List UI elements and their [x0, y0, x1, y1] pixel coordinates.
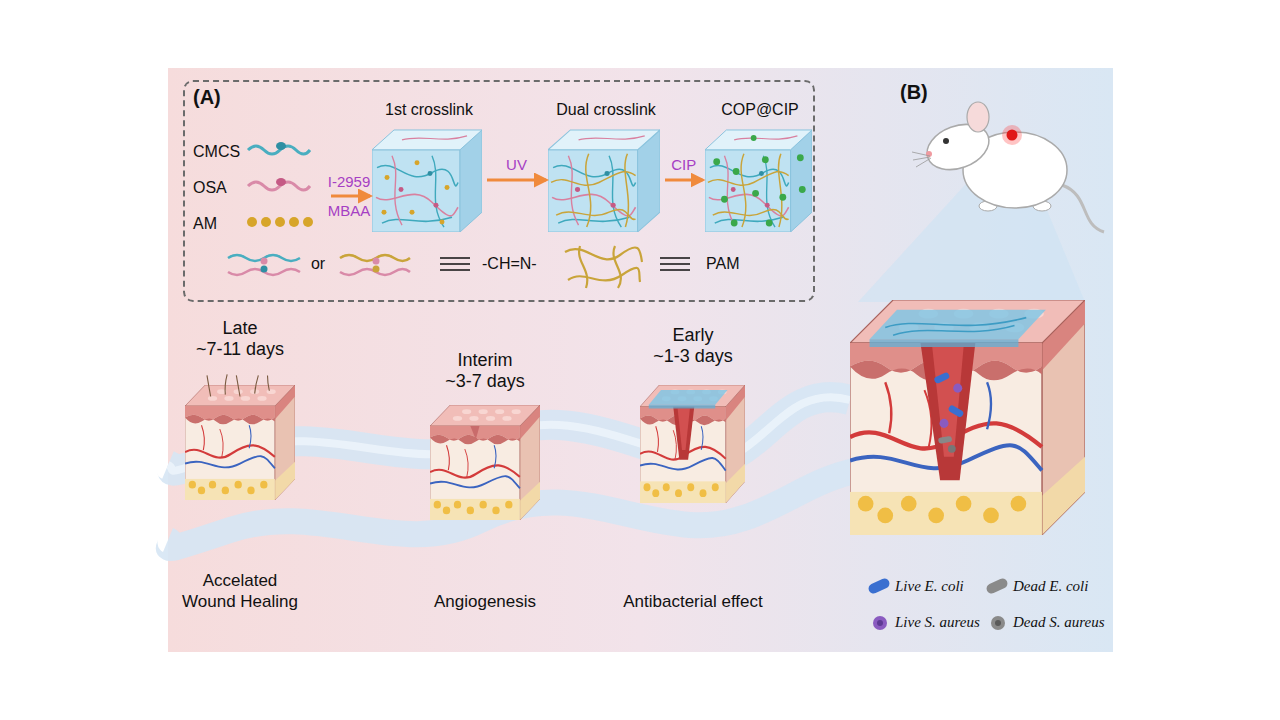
- stage-outcome: Antibacterial effect: [623, 591, 763, 612]
- late-skin-block: [185, 374, 295, 500]
- stage-outcome: Accelated Wound Healing: [175, 570, 305, 612]
- stage-heading: Late~7-11 days: [196, 318, 284, 360]
- annotation-label: or: [311, 254, 325, 274]
- reagent-list: CMCS OSA AM: [193, 142, 328, 242]
- process-arrow: [331, 195, 370, 198]
- healing-stage: Early~1-3 daysAntibacterial effect: [618, 325, 768, 612]
- reagent-icons: [247, 142, 313, 227]
- mouse-figure: [912, 102, 1104, 232]
- interim-skin-block: [430, 405, 540, 520]
- hydrogel-cube: [705, 130, 812, 232]
- process-arrow: [665, 179, 703, 182]
- reagent-name: AM: [193, 214, 217, 234]
- hydrogel-stage: Dual crosslink: [550, 100, 662, 240]
- bond-legend-icons: [228, 246, 690, 288]
- hydrogel-stage: COP@CIP: [707, 100, 814, 240]
- edge-label: CIP: [671, 156, 696, 174]
- process-arrow: [487, 179, 546, 182]
- annotation-label: -CH=N-: [482, 254, 537, 274]
- stage-time: ~1-3 days: [653, 346, 733, 367]
- annotation-label: PAM: [706, 254, 739, 274]
- early-skin-block: [640, 385, 745, 503]
- hydrogel-cube: [372, 130, 482, 232]
- wound-skin-block: [850, 300, 1085, 535]
- hydrogel-stage: 1st crosslink: [374, 100, 484, 240]
- stage-label: COP@CIP: [721, 100, 799, 120]
- stage-label: 1st crosslink: [385, 100, 473, 120]
- stage-time: ~7-11 days: [196, 339, 284, 360]
- reagent-name: CMCS: [193, 142, 240, 162]
- stage-time: ~3-7 days: [445, 371, 525, 392]
- annotation-label: I-2959: [328, 172, 371, 192]
- stage-heading: Interim~3-7 days: [445, 350, 525, 392]
- panel-label: (A): [193, 86, 221, 109]
- stage-time: Late: [222, 318, 257, 339]
- bacteria-legend-icons: [867, 577, 1009, 630]
- legend-text: Live E. coli: [895, 578, 964, 595]
- stage-label: Dual crosslink: [556, 100, 656, 120]
- legend-text: Live S. aureus: [895, 614, 980, 631]
- hydrogel-cube: [548, 130, 660, 232]
- stage-heading: Early~1-3 days: [653, 325, 733, 367]
- annotation-label: MBAA: [328, 201, 371, 221]
- stage-time: Interim: [457, 350, 512, 371]
- healing-stage: Interim~3-7 daysAngiogenesis: [420, 350, 550, 612]
- legend-text: Dead E. coli: [1013, 578, 1088, 595]
- edge-label: UV: [506, 156, 527, 174]
- stage-time: Early: [672, 325, 713, 346]
- reagent-name: OSA: [193, 178, 227, 198]
- annotation-label: (B): [900, 82, 928, 102]
- healing-stage: Late~7-11 daysAccelated Wound Healing: [170, 318, 310, 612]
- legend-text: Dead S. aureus: [1013, 614, 1105, 631]
- stage-outcome: Angiogenesis: [434, 591, 536, 612]
